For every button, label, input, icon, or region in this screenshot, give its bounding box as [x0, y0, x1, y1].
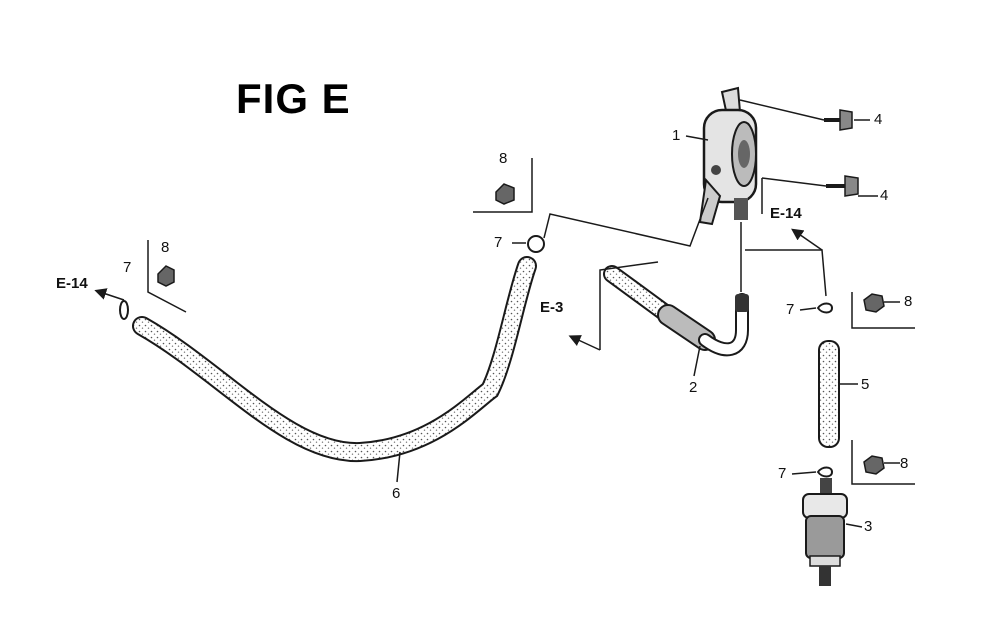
- callout-2: 2: [689, 379, 698, 396]
- ref-arrows: [94, 228, 823, 351]
- ref-e3: E-3: [540, 299, 564, 316]
- figure-title: FIG E: [236, 75, 351, 122]
- ref-e14-left: E-14: [56, 275, 88, 292]
- fuel-pump-1: [698, 86, 758, 226]
- callout-8-right-lower: 8: [900, 455, 909, 472]
- fuel-hose-2: [603, 265, 749, 357]
- clamp-8-left: [157, 265, 175, 287]
- fuel-hose-5: [818, 340, 840, 448]
- callout-7-left: 7: [123, 259, 132, 276]
- clip-7-right-lower: [816, 466, 834, 478]
- fuel-hose-6: [132, 256, 537, 463]
- callout-7-right-upper: 7: [786, 301, 795, 318]
- clamp-8-right-lower: [863, 455, 885, 475]
- callout-8-top: 8: [499, 150, 508, 167]
- callout-7-center: 7: [494, 234, 503, 251]
- ref-e14-right: E-14: [770, 205, 802, 222]
- clamp-8-right-upper: [863, 293, 885, 313]
- bolt-4-lower: [826, 175, 859, 197]
- leader-lines: [147, 99, 915, 528]
- callout-5: 5: [861, 376, 870, 393]
- clip-7-right-upper: [816, 302, 834, 314]
- callout-4-upper: 4: [874, 111, 883, 128]
- callout-6: 6: [392, 485, 401, 502]
- callout-3: 3: [864, 518, 873, 535]
- callout-8-left: 8: [161, 239, 170, 256]
- callout-8-right-upper: 8: [904, 293, 913, 310]
- callout-7-right-lower: 7: [778, 465, 787, 482]
- bolt-4-upper: [824, 109, 853, 131]
- clip-7-left: [119, 300, 129, 320]
- callout-1: 1: [672, 127, 681, 144]
- clip-7-center: [527, 235, 545, 253]
- callout-4-lower: 4: [880, 187, 889, 204]
- clamp-8-top: [495, 183, 515, 205]
- fuel-filter-3: [802, 478, 848, 586]
